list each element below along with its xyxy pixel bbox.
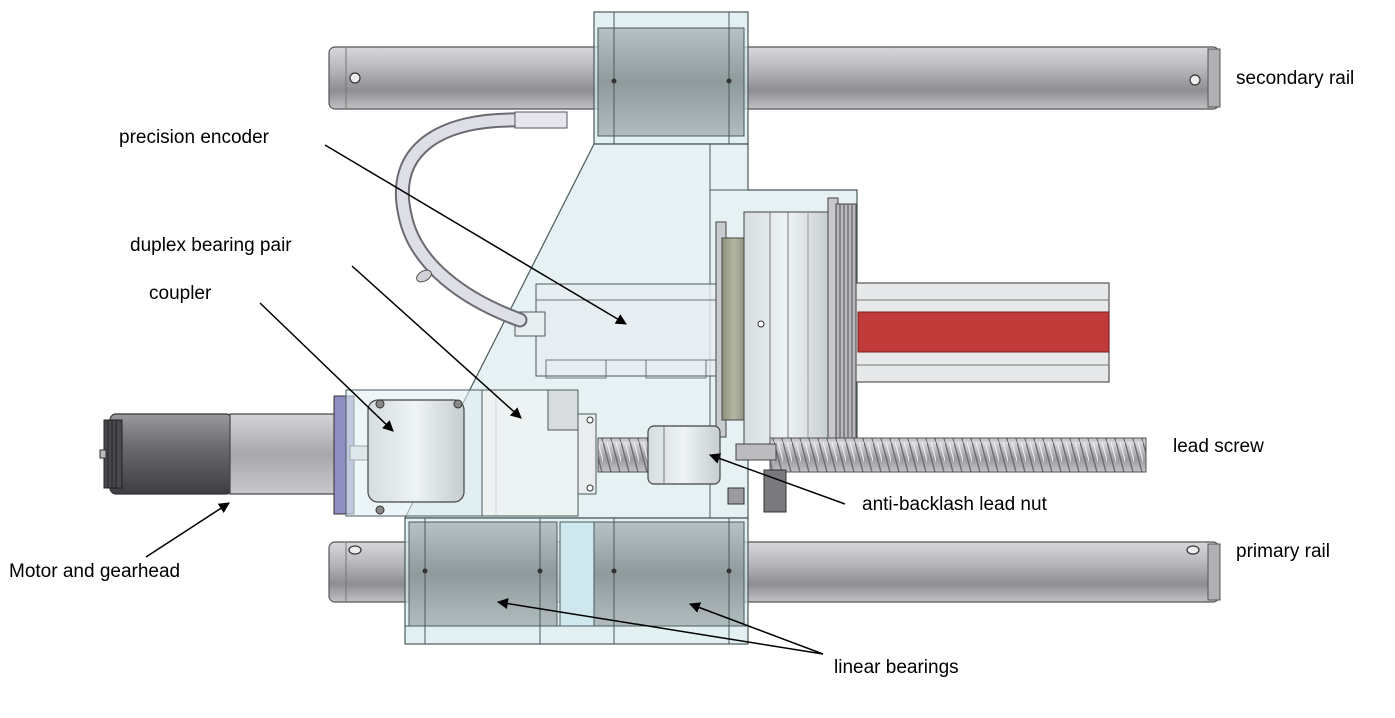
encoder-cable — [394, 111, 568, 328]
arrow-anti-backlash-lead-nut — [708, 453, 846, 505]
arrow-coupler — [259, 302, 394, 432]
label-anti-backlash-lead-nut: anti-backlash lead nut — [862, 494, 1047, 515]
motor-gearhead — [99, 395, 371, 515]
arrow-motor-gearhead — [145, 502, 230, 558]
upper-bearing-housing — [593, 11, 749, 145]
coupler — [345, 389, 497, 517]
arrow-duplex-bearing-pair — [351, 265, 522, 419]
lower-bearing-housing — [404, 517, 749, 645]
arrow-linear-bearing-right — [688, 602, 824, 655]
output-flange — [715, 197, 857, 459]
label-linear-bearings: linear bearings — [834, 657, 959, 678]
label-secondary-rail: secondary rail — [1236, 68, 1355, 89]
arrow-precision-encoder — [324, 144, 627, 325]
label-primary-rail: primary rail — [1236, 541, 1330, 562]
secondary-rail — [328, 46, 1221, 110]
label-motor-and-gearhead: Motor and gearhead — [9, 561, 181, 582]
encoder-block — [514, 283, 717, 379]
anti-backlash-lead-nut — [647, 425, 787, 513]
lead-screw — [597, 437, 1147, 473]
label-coupler: coupler — [149, 283, 212, 304]
label-precision-encoder: precision encoder — [119, 127, 269, 148]
label-lead-screw: lead screw — [1173, 436, 1264, 457]
output-arm — [855, 282, 1110, 383]
arrow-linear-bearing-left — [496, 598, 824, 655]
duplex-bearing-pair — [481, 389, 597, 517]
leader-lines — [145, 144, 846, 655]
label-duplex-bearing-pair: duplex bearing pair — [130, 235, 292, 256]
